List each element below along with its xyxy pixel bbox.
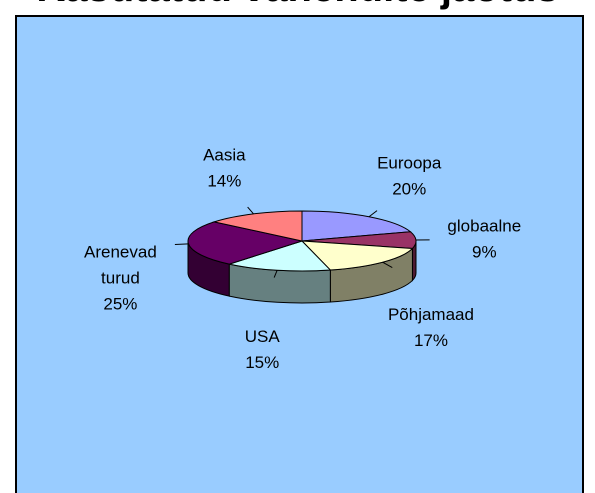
pie-side-faces [187, 240, 417, 304]
slice-label-line: turud [101, 268, 140, 287]
slice-label-line: USA [245, 327, 281, 346]
leader-line-aasia [247, 206, 254, 215]
slice-label-line: 15% [245, 353, 279, 372]
leader-line-pohjamaad [382, 261, 393, 268]
leader-lines [174, 206, 430, 278]
pie-slice-usa [227, 240, 332, 272]
pie-top-faces [187, 210, 417, 272]
slice-label-line: 20% [392, 179, 426, 198]
slice-label-line: 17% [414, 331, 448, 350]
leader-line-euroopa [368, 210, 378, 218]
slice-labels: Euroopa 20% globaalne 9% Põhjamaad 17% USA 15% A… [84, 146, 521, 372]
slice-label-aasia: Aasia 14% [203, 146, 246, 191]
slice-label-line: Aasia [203, 146, 246, 165]
pie-slice-euroopa [301, 210, 412, 242]
slice-label-line: globaalne [447, 216, 521, 235]
chart-title: Kasutatud vahendite jaotus [0, 0, 595, 11]
pie-slice-arenevad [187, 221, 304, 265]
slice-label-usa: USA 15% [245, 327, 281, 372]
slice-label-line: 14% [207, 172, 241, 191]
slice-label-line: Põhjamaad [388, 305, 474, 324]
slice-label-line: Euroopa [377, 153, 442, 172]
slice-label-euroopa: Euroopa 20% [377, 153, 442, 198]
slice-label-arenevad: Arenevad turud 25% [84, 242, 157, 313]
slice-label-globaalne: globaalne 9% [447, 216, 521, 261]
slice-label-line: 9% [472, 242, 497, 261]
slice-label-pohjamaad: Põhjamaad 17% [388, 305, 474, 350]
slice-label-line: 25% [103, 294, 137, 313]
slice-label-line: Arenevad [84, 242, 157, 261]
leader-line-usa [273, 270, 278, 278]
pie-slice-pohjamaad [300, 240, 414, 271]
leader-line-arenevad [174, 243, 189, 246]
